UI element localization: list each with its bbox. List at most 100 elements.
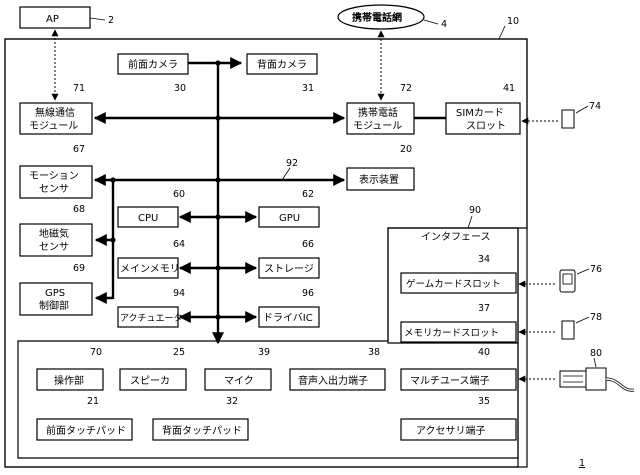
wireless-module-ref: 71 (73, 83, 85, 94)
driver-ic-label: ドライバIC (263, 312, 313, 324)
memory-card-icon (561, 320, 575, 340)
bus-ref: 92 (286, 158, 298, 169)
interface-panel (17, 227, 519, 459)
motion-sensor-line1: モーション (29, 171, 79, 182)
operation-unit-box (36, 368, 104, 391)
mic-ref: 39 (258, 347, 270, 358)
wireless-module-box (19, 102, 93, 135)
rear-camera-label: 背面カメラ (257, 58, 307, 71)
game-card-slot-label: ゲームカードスロット (406, 278, 501, 290)
wireless-module-line1: 無線通信 (35, 106, 75, 119)
motion-sensor-line2: センサ (39, 183, 69, 195)
audio-io-ref: 38 (368, 347, 380, 358)
storage-label: ストレージ (264, 264, 314, 275)
memory-card-slot-ref: 37 (478, 303, 490, 314)
sim-slot-line1: SIMカード (456, 107, 504, 119)
rear-camera-ref: 31 (302, 83, 314, 94)
geomagnetic-sensor-ref: 68 (73, 204, 85, 215)
display-ref: 20 (400, 144, 412, 155)
sim-slot-line2: スロット (466, 121, 506, 132)
rear-camera-box (246, 53, 318, 75)
usb-plug-icon (559, 370, 587, 388)
display-box (346, 167, 415, 191)
gpu-box (258, 206, 320, 228)
ap-label: AP (46, 14, 59, 25)
gpu-label: GPU (279, 213, 300, 224)
cellular-module-line1: 携帯電話 (358, 106, 398, 119)
storage-ref: 66 (302, 239, 314, 250)
cpu-ref: 60 (173, 189, 185, 200)
ap-ref: 2 (108, 15, 114, 26)
figure-ref: 1 (579, 458, 585, 469)
interface-label: インタフェース (421, 231, 491, 243)
cellular-module-line2: モジュール (353, 121, 402, 132)
mic-box (204, 368, 272, 391)
cellular-module-ref: 72 (400, 83, 412, 94)
ap-box (19, 6, 91, 29)
audio-io-label: 音声入出力端子 (298, 374, 368, 387)
cpu-label: CPU (138, 213, 158, 224)
speaker-label: スピーカ (130, 375, 170, 387)
geomagnetic-sensor-line2: センサ (39, 241, 69, 253)
operation-unit-label: 操作部 (54, 374, 84, 387)
driver-ic-box (258, 306, 320, 328)
gps-line2: 制御部 (39, 299, 69, 312)
front-camera-label: 前面カメラ (128, 58, 178, 71)
device-ref: 10 (507, 16, 519, 27)
accessory-terminal-label: アクセサリ端子 (416, 424, 486, 437)
usb-cable-ref: 80 (590, 348, 602, 359)
actuator-ref: 94 (173, 288, 185, 299)
gps-ref: 69 (73, 263, 85, 274)
accessory-terminal-ref: 35 (478, 396, 490, 407)
mobile-network-cloud (337, 4, 425, 30)
sim-slot-box (445, 102, 521, 135)
memory-card-slot-label: メモリカードスロット (404, 328, 499, 339)
mobile-network-label: 携帯電話網 (352, 11, 402, 24)
cpu-box (117, 206, 179, 228)
storage-box (258, 257, 320, 279)
mic-label: マイク (224, 375, 254, 387)
actuator-label: アクチュエータ (120, 313, 183, 324)
multi-use-terminal-box (400, 368, 517, 391)
gpu-ref: 62 (302, 189, 314, 200)
front-camera-ref: 30 (174, 83, 186, 94)
game-card-slot-ref: 34 (478, 254, 490, 265)
motion-sensor-ref: 67 (73, 144, 85, 155)
game-card-slot-box (400, 272, 517, 294)
mobile-network-ref: 4 (441, 19, 447, 30)
motion-sensor-box (19, 165, 93, 199)
speaker-ref: 25 (173, 347, 185, 358)
main-memory-box (117, 257, 179, 279)
driver-ic-ref: 96 (302, 288, 314, 299)
rear-touchpad-label: 背面タッチパッド (162, 424, 242, 437)
geomagnetic-sensor-line1: 地磁気 (39, 227, 69, 240)
memory-card-slot-box (400, 321, 517, 343)
interface-ref: 90 (469, 205, 481, 216)
gps-line1: GPS (45, 288, 65, 299)
operation-unit-ref: 70 (90, 347, 102, 358)
front-touchpad-ref: 21 (87, 396, 99, 407)
sim-card-ref: 74 (589, 101, 601, 112)
main-memory-label: メインメモリ (120, 264, 180, 275)
game-card-ref: 76 (590, 264, 602, 275)
front-camera-box (117, 53, 189, 75)
rear-touchpad-ref: 32 (226, 396, 238, 407)
rear-touchpad-box (152, 418, 249, 441)
main-memory-ref: 64 (173, 239, 185, 250)
memory-card-ref: 78 (590, 312, 602, 323)
cellular-module-box (346, 102, 415, 135)
multi-use-terminal-ref: 40 (478, 347, 490, 358)
actuator-box (117, 306, 179, 328)
wireless-module-line2: モジュール (29, 121, 78, 132)
game-card-icon (559, 269, 576, 293)
audio-io-box (289, 368, 386, 391)
display-label: 表示装置 (359, 173, 399, 186)
gps-box (19, 282, 93, 316)
geomagnetic-sensor-box (19, 223, 93, 257)
sim-slot-ref: 41 (503, 83, 515, 94)
front-touchpad-box (36, 418, 133, 441)
device-frame (4, 38, 528, 468)
speaker-box (119, 368, 187, 391)
front-touchpad-label: 前面タッチパッド (46, 424, 126, 437)
